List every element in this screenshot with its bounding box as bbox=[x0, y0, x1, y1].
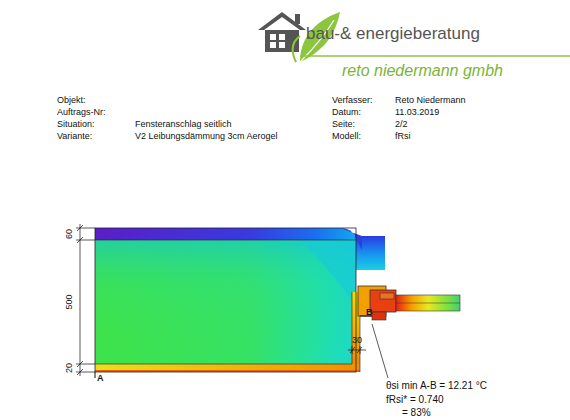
dimension-lines bbox=[76, 224, 388, 378]
point-label: A bbox=[97, 374, 104, 384]
dimension: 60 bbox=[65, 229, 75, 239]
brand-subname: reto niedermann gmbh bbox=[342, 62, 503, 80]
field-label: Auftrags-Nr: bbox=[57, 108, 106, 118]
dimension: 30 bbox=[352, 336, 362, 346]
dimension: 500 bbox=[65, 294, 75, 309]
field-value: V2 Leibungsdämmung 3cm Aerogel bbox=[135, 132, 278, 142]
result-value: = 83% bbox=[402, 407, 431, 418]
logo bbox=[258, 12, 570, 62]
point-label: B bbox=[366, 308, 373, 318]
field-label: Variante: bbox=[57, 132, 92, 142]
field-value: 2/2 bbox=[395, 120, 408, 130]
thermal-section bbox=[95, 228, 460, 378]
result-value: θsi min A-B = 12.21 °C bbox=[386, 380, 487, 391]
field-value: fRsi bbox=[395, 132, 411, 142]
brand-name: bau-& energieberatung bbox=[306, 25, 480, 44]
field-label: Objekt: bbox=[57, 96, 86, 106]
field-value: Reto Niedermann bbox=[395, 96, 466, 106]
result-value: fRsi* = 0.740 bbox=[386, 394, 444, 405]
field-value: Fensteranschlag seitlich bbox=[135, 120, 232, 130]
dimension: 20 bbox=[65, 363, 75, 373]
field-label: Verfasser: bbox=[332, 96, 373, 106]
field-label: Seite: bbox=[332, 120, 355, 130]
field-value: 11.03.2019 bbox=[395, 108, 439, 118]
field-label: Situation: bbox=[57, 120, 95, 130]
field-label: Datum: bbox=[332, 108, 361, 118]
field-label: Modell: bbox=[332, 132, 361, 142]
